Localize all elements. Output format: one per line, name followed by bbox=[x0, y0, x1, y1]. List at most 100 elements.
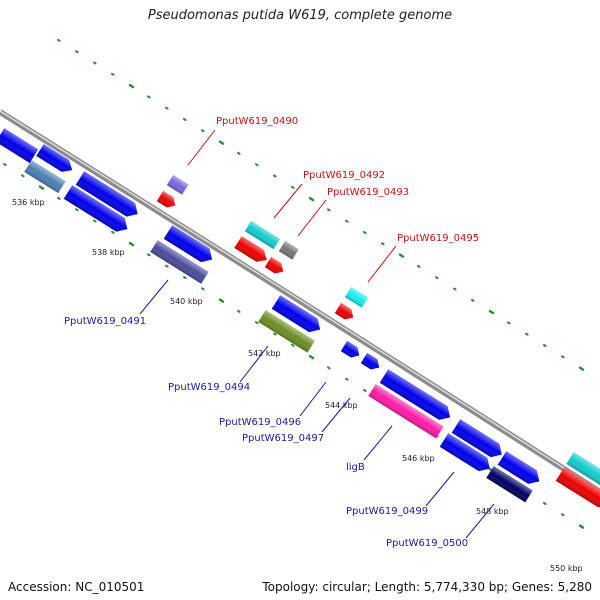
leader-0499 bbox=[425, 471, 455, 507]
feature-shading bbox=[63, 185, 128, 232]
tick-mark bbox=[165, 264, 169, 268]
tick-mark bbox=[201, 129, 205, 133]
leader-0496 bbox=[299, 381, 327, 417]
gene-label[interactable]: PputW619_0493 bbox=[327, 187, 409, 198]
tick-mark bbox=[147, 253, 151, 257]
tick-mark bbox=[93, 219, 97, 223]
tick-mark bbox=[543, 344, 547, 347]
tick-label: 550 kbp bbox=[550, 564, 583, 573]
gene-label[interactable]: PputW619_0497 bbox=[242, 433, 324, 444]
feature-shading bbox=[271, 295, 321, 333]
gene-label[interactable]: ligB bbox=[346, 462, 365, 473]
genome-backbone-highlight bbox=[0, 110, 600, 492]
feature-shading bbox=[24, 160, 66, 194]
gene-features bbox=[0, 128, 600, 508]
feature-shading bbox=[234, 236, 267, 262]
feature-shading bbox=[344, 286, 369, 308]
tick-label: 544 kbp bbox=[325, 401, 358, 410]
tick-mark bbox=[237, 151, 241, 155]
leader-ligB bbox=[363, 425, 393, 461]
leader-0494 bbox=[239, 345, 269, 383]
gene-label[interactable]: PputW619_0492 bbox=[303, 170, 385, 181]
tick-mark bbox=[237, 309, 241, 313]
tick-mark bbox=[57, 196, 61, 200]
leader-0497 bbox=[321, 397, 351, 433]
gene-label[interactable]: PputW619_0496 bbox=[219, 417, 301, 428]
tick-mark bbox=[345, 377, 349, 381]
tick-mark bbox=[218, 298, 225, 303]
feature-shading bbox=[340, 340, 360, 358]
tick-mark bbox=[273, 174, 277, 178]
tick-mark bbox=[561, 355, 565, 359]
tick-mark bbox=[345, 219, 349, 223]
feature-shading bbox=[379, 369, 451, 420]
gene-label[interactable]: PputW619_0490 bbox=[216, 116, 298, 127]
tick-mark bbox=[128, 241, 135, 247]
topology-text: Topology: circular; Length: 5,774,330 bp… bbox=[262, 580, 592, 594]
feature-shading bbox=[566, 452, 600, 486]
tick-mark bbox=[435, 276, 439, 280]
tick-mark bbox=[183, 276, 187, 279]
tick-label: 538 kbp bbox=[92, 248, 125, 257]
tick-mark bbox=[363, 389, 367, 392]
tick-mark bbox=[111, 72, 115, 76]
tick-mark bbox=[255, 321, 259, 325]
tick-mark bbox=[75, 50, 79, 54]
feature-shading bbox=[334, 302, 354, 320]
leader-0493 bbox=[297, 199, 327, 237]
feature-shading bbox=[486, 466, 533, 503]
tick-mark bbox=[561, 513, 565, 517]
feature-shading bbox=[244, 220, 281, 250]
tick-mark bbox=[507, 321, 511, 325]
feature-shading bbox=[555, 467, 600, 508]
leader-0492 bbox=[273, 183, 303, 219]
gene-label[interactable]: PputW619_0499 bbox=[346, 506, 428, 517]
tick-mark bbox=[147, 95, 151, 99]
tick-mark bbox=[578, 366, 585, 371]
gene-label[interactable]: PputW619_0500 bbox=[386, 538, 468, 549]
tick-mark bbox=[453, 287, 457, 291]
tick-label: 536 kbp bbox=[12, 198, 45, 207]
tick-mark bbox=[291, 343, 295, 347]
tick-mark bbox=[128, 83, 135, 89]
tick-label: 548 kbp bbox=[476, 507, 509, 516]
tick-mark bbox=[381, 242, 385, 246]
feature-shading bbox=[150, 240, 209, 284]
tick-mark bbox=[308, 196, 315, 202]
tick-mark bbox=[165, 106, 169, 110]
gene-labels: PputW619_0490 PputW619_0491 PputW619_049… bbox=[64, 116, 479, 549]
tick-mark bbox=[488, 309, 495, 315]
tick-mark bbox=[183, 118, 187, 121]
tick-mark bbox=[471, 298, 475, 302]
feature-shading bbox=[360, 352, 380, 370]
tick-labels: 536 kbp 538 kbp 540 kbp 542 kbp 544 kbp … bbox=[12, 198, 583, 573]
gene-label[interactable]: PputW619_0495 bbox=[397, 233, 479, 244]
feature-shading bbox=[278, 240, 299, 260]
tick-mark bbox=[398, 253, 405, 258]
gene-label[interactable]: PputW619_0494 bbox=[168, 382, 250, 393]
leader-0490 bbox=[187, 129, 216, 166]
tick-mark bbox=[57, 38, 61, 42]
leader-0500 bbox=[465, 503, 495, 539]
leader-0491 bbox=[139, 279, 169, 315]
tick-mark bbox=[363, 231, 367, 234]
feature-shading bbox=[36, 144, 73, 172]
tick-mark bbox=[417, 264, 421, 268]
tick-label: 540 kbp bbox=[170, 297, 203, 306]
leader-0495 bbox=[367, 245, 397, 283]
gene-label[interactable]: PputW619_0491 bbox=[64, 316, 146, 327]
tick-mark bbox=[111, 230, 115, 234]
label-leader-lines bbox=[139, 129, 495, 539]
tick-mark bbox=[327, 366, 331, 370]
tick-mark bbox=[201, 287, 205, 291]
tick-mark bbox=[21, 174, 25, 178]
tick-mark bbox=[38, 185, 45, 190]
tick-mark bbox=[75, 208, 79, 212]
accession-text: Accession: NC_010501 bbox=[8, 580, 145, 594]
feature-shading bbox=[451, 419, 502, 458]
tick-mark bbox=[308, 354, 315, 360]
feature-shading bbox=[0, 128, 39, 163]
genome-backbone bbox=[0, 109, 600, 495]
tick-mark bbox=[3, 163, 7, 166]
